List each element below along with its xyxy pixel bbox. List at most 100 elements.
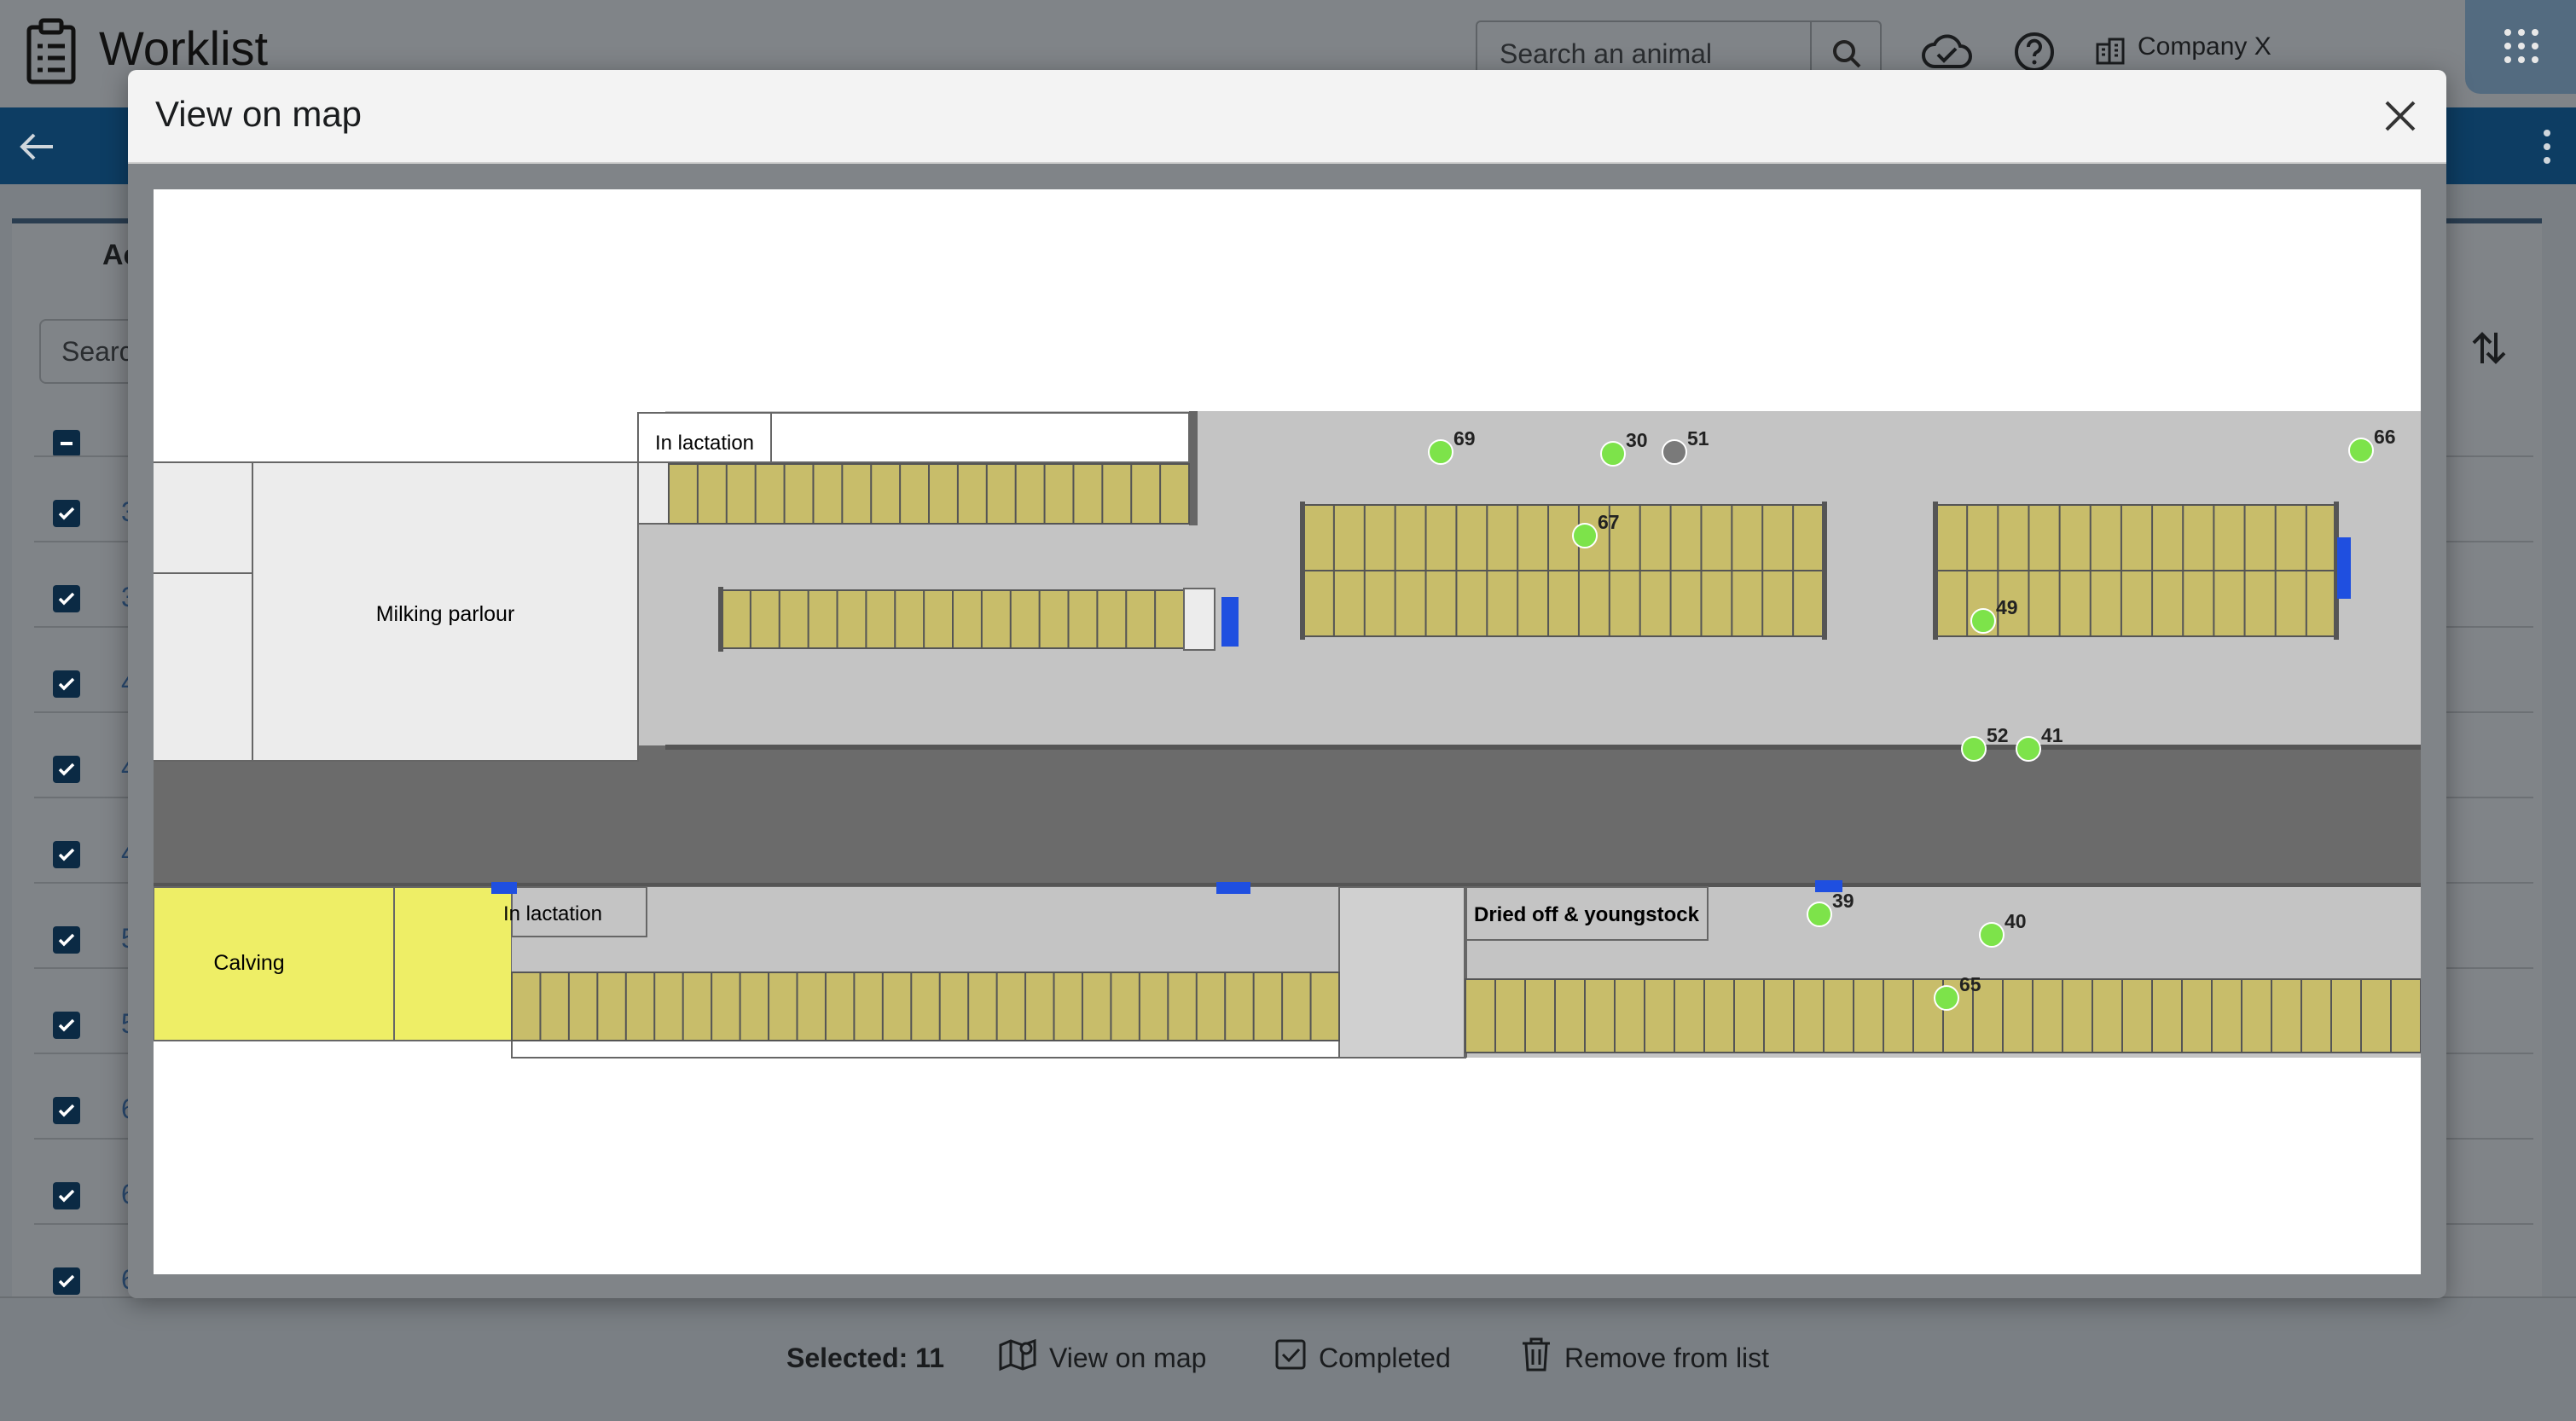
selected-count: Selected: 11 <box>786 1343 944 1373</box>
stall-end-bar <box>1822 502 1827 640</box>
remove-from-list-label: Remove from list <box>1564 1342 1770 1373</box>
animal-id-label: 69 <box>1453 427 1476 450</box>
stall-end-bar <box>2334 502 2339 640</box>
app-title: Worklist <box>99 21 269 75</box>
animal-marker[interactable]: 69 <box>1428 427 1476 465</box>
row-checkbox[interactable] <box>53 1012 80 1039</box>
parlour-room-b <box>154 572 253 762</box>
animal-id-label: 51 <box>1687 427 1709 450</box>
back-arrow-icon[interactable] <box>19 131 56 166</box>
row-checkbox[interactable] <box>53 1182 80 1209</box>
animal-id-label: 67 <box>1598 511 1620 533</box>
remove-from-list-button[interactable]: Remove from list <box>1520 1337 1770 1379</box>
animal-marker[interactable]: 39 <box>1807 890 1854 927</box>
animal-dot[interactable] <box>1572 523 1598 548</box>
milking-parlour-zone[interactable] <box>252 461 639 762</box>
row-checkbox[interactable] <box>53 841 80 868</box>
row-checkbox[interactable] <box>53 1097 80 1124</box>
dialog-title: View on map <box>155 94 363 134</box>
animal-marker[interactable]: 67 <box>1572 511 1620 548</box>
animal-id-label: 65 <box>1959 973 1981 995</box>
stall-row-middle-left <box>721 589 1185 649</box>
feeder-bottom-3 <box>1815 880 1842 892</box>
dried-off-label: Dried off & youngstock <box>1474 903 1700 926</box>
animal-id-label: 66 <box>2374 426 2396 448</box>
completed-button[interactable]: Completed <box>1274 1339 1451 1377</box>
view-on-map-button[interactable]: View on map <box>998 1338 1207 1377</box>
worklist-icon <box>24 17 78 90</box>
animal-marker[interactable]: 52 <box>1961 724 2009 762</box>
view-on-map-dialog: View on map Milking parlour In lacta <box>128 70 2446 1298</box>
animal-dot[interactable] <box>1934 985 1959 1011</box>
completed-label: Completed <box>1319 1342 1451 1373</box>
animal-marker[interactable]: 41 <box>2016 724 2063 762</box>
animal-marker[interactable]: 65 <box>1934 973 1981 1011</box>
row-checkbox[interactable] <box>53 756 80 783</box>
animal-dot[interactable] <box>1662 439 1687 465</box>
animal-dot[interactable] <box>1979 922 2005 948</box>
row-checkbox[interactable] <box>53 926 80 954</box>
animal-dot[interactable] <box>2348 438 2374 463</box>
animal-dot[interactable] <box>2016 736 2041 762</box>
close-button[interactable] <box>2380 96 2421 136</box>
animal-marker[interactable]: 49 <box>1970 596 2018 634</box>
animal-id-label: 30 <box>1626 429 1648 451</box>
trash-icon <box>1520 1337 1552 1379</box>
barn-map-canvas: Milking parlour In lactation Calving In … <box>154 189 2421 1237</box>
view-on-map-label: View on map <box>1049 1342 1207 1373</box>
calving-label: Calving <box>213 951 284 975</box>
close-icon <box>2380 101 2421 140</box>
barn-map: Milking parlour In lactation Calving In … <box>154 189 2421 1274</box>
in-lactation-bottom-label: In lactation <box>503 902 602 925</box>
animal-marker[interactable]: 40 <box>1979 910 2027 948</box>
feed-alley <box>154 745 2421 887</box>
list-search-placeholder: Searc <box>61 336 133 367</box>
stall-end-bar <box>1300 502 1305 640</box>
feeder-top-left <box>1221 597 1239 647</box>
bottom-divider-pen <box>1338 886 1466 1058</box>
in-lactation-top-label-box <box>637 412 772 463</box>
company-icon <box>2095 38 2126 69</box>
animal-dot[interactable] <box>1970 608 1996 634</box>
stall-rows-bottom <box>511 972 2421 1053</box>
calving-pen-2[interactable] <box>393 886 513 1041</box>
stall-end-bar <box>718 587 723 652</box>
row-checkbox[interactable] <box>53 585 80 612</box>
search-button[interactable] <box>1810 22 1880 84</box>
animal-dot[interactable] <box>1600 441 1626 467</box>
feeder-bottom-1 <box>491 882 517 894</box>
apps-grid-icon <box>2503 27 2540 69</box>
animal-dot[interactable] <box>1961 736 1987 762</box>
stall-rows <box>668 463 2339 652</box>
row-checkbox[interactable] <box>53 670 80 698</box>
company-selector[interactable]: Company X <box>2138 32 2271 61</box>
stall-row-bottom-lactation <box>511 972 1340 1041</box>
row-checkbox[interactable] <box>53 1267 80 1295</box>
dialog-header: View on map <box>128 70 2446 164</box>
select-all-checkbox[interactable] <box>53 430 80 457</box>
stall-row-top-lactation <box>668 463 1190 525</box>
stall-end-bar <box>1933 502 1938 640</box>
animal-marker[interactable]: 30 <box>1600 429 1648 467</box>
milking-parlour-label: Milking parlour <box>376 602 515 626</box>
search-icon <box>1830 38 1863 74</box>
animal-id-label: 40 <box>2005 910 2027 932</box>
parlour-room-a <box>154 461 253 574</box>
sort-icon[interactable] <box>2470 329 2508 371</box>
animal-id-label: 49 <box>1996 596 2018 618</box>
stall-block-center <box>1303 504 1825 637</box>
animal-dot[interactable] <box>1428 439 1453 465</box>
row-checkbox[interactable] <box>53 500 80 527</box>
calving-zone[interactable] <box>154 886 395 1041</box>
animal-dot[interactable] <box>1807 902 1832 927</box>
animal-id-label: 39 <box>1832 890 1854 912</box>
more-options-icon[interactable] <box>2540 128 2554 170</box>
cloud-sync-icon[interactable] <box>1921 29 1974 76</box>
feeder-bottom-2 <box>1216 882 1250 894</box>
app-launcher-button[interactable] <box>2465 0 2576 94</box>
animal-markers: 69 30 51 66 67 49 52 41 39 40 65 <box>1428 426 2396 1011</box>
animal-marker[interactable]: 51 <box>1662 427 1709 465</box>
animal-id-label: 41 <box>2041 724 2063 746</box>
feeder-top-right <box>2337 537 2351 599</box>
animal-marker[interactable]: 66 <box>2348 426 2396 463</box>
